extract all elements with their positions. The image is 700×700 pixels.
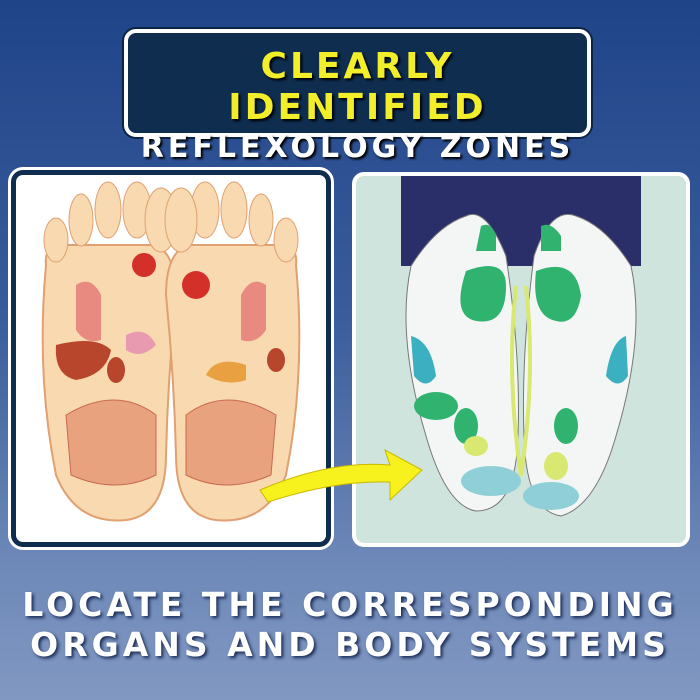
title-line-1: CLEARLY IDENTIFIED bbox=[228, 46, 487, 128]
title-line-2: REFLEXOLOGY ZONES bbox=[140, 130, 575, 165]
left-sock bbox=[405, 214, 521, 512]
footer-line-2: ORGANS AND BODY SYSTEMS bbox=[30, 625, 670, 664]
left-foot bbox=[41, 181, 178, 522]
arrow-icon bbox=[259, 448, 423, 503]
foot-chart-drawing bbox=[41, 181, 301, 522]
reflexology-socks-photo bbox=[352, 172, 690, 547]
foot-chart-illustration bbox=[11, 170, 331, 547]
title-banner: CLEARLY IDENTIFIED REFLEXOLOGY ZONES bbox=[124, 29, 591, 165]
right-foot bbox=[164, 181, 301, 522]
footer-line-1: LOCATE THE CORRESPONDING bbox=[22, 585, 678, 624]
spine-zone bbox=[510, 285, 532, 477]
right-sock bbox=[522, 214, 637, 517]
socks-drawing bbox=[401, 176, 641, 517]
